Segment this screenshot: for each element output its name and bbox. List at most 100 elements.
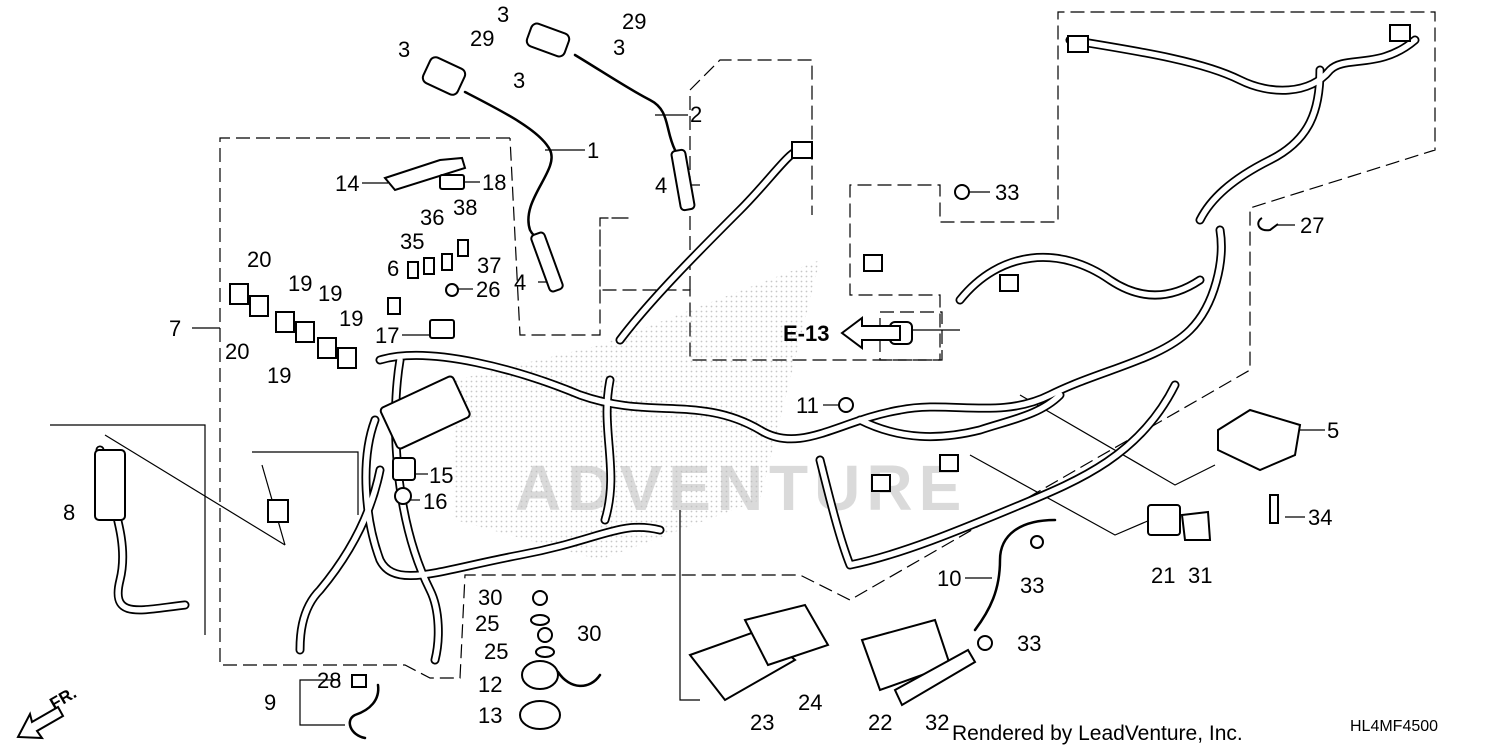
callout-18: 18	[482, 170, 506, 195]
callout-labels: 1 2 3 3 3 3 4 4 5 6 7 8 9 10 11 12 13 14…	[63, 2, 1339, 735]
relay-cover-13	[519, 700, 561, 730]
callout-4: 4	[514, 270, 526, 295]
reference-e13: E-13	[783, 316, 901, 350]
callout-3: 3	[513, 68, 525, 93]
front-harness-outline	[689, 59, 813, 290]
callout-32: 32	[925, 710, 949, 735]
relay-15	[392, 457, 416, 481]
callout-30: 30	[577, 621, 601, 646]
ecu-24	[743, 603, 830, 667]
bracket-31	[1180, 510, 1212, 541]
callout-19: 19	[267, 363, 291, 388]
connector-front-left	[267, 499, 289, 523]
connector-top-right	[1067, 35, 1089, 53]
strap-32	[893, 648, 977, 707]
callout-37: 37	[477, 253, 501, 278]
callout-1: 1	[587, 138, 599, 163]
callout-27: 27	[1300, 213, 1324, 238]
callout-34: 34	[1308, 505, 1332, 530]
callout-30: 30	[478, 585, 502, 610]
direction-arrow-icon	[16, 705, 65, 740]
callout-6: 6	[387, 256, 399, 281]
callout-26: 26	[476, 277, 500, 302]
callout-8: 8	[63, 500, 75, 525]
inset-connector-line	[252, 451, 359, 515]
ecu-leader-line	[679, 510, 700, 701]
fuse-box-cover-14	[383, 156, 467, 192]
connector-cluster-left	[863, 254, 883, 272]
bolt-33a	[954, 184, 970, 200]
callout-19: 19	[318, 281, 342, 306]
connector-center-lower	[871, 474, 891, 492]
fuse-6	[387, 297, 401, 315]
fuse-puller-18	[439, 174, 465, 190]
callout-33: 33	[1017, 631, 1041, 656]
connector-cluster-right	[999, 274, 1019, 292]
callout-16: 16	[423, 489, 447, 514]
group-outlines	[219, 11, 1436, 679]
inset-8-diag	[104, 434, 286, 546]
callout-4: 4	[655, 173, 667, 198]
relay-20a	[229, 283, 249, 305]
callout-33: 33	[995, 180, 1019, 205]
o2-sensor-4b	[530, 231, 564, 293]
callout-2: 2	[690, 102, 702, 127]
fuse-16	[394, 487, 412, 505]
callout-17: 17	[375, 323, 399, 348]
ground-cable-9	[348, 683, 380, 740]
relay-5-leader	[1019, 394, 1216, 486]
bolt-34	[1269, 494, 1279, 524]
connector-right-lower	[939, 454, 959, 472]
part-21-leader	[969, 454, 1151, 536]
watermark-text: ADVENTURE	[515, 452, 967, 524]
relay-19a	[275, 311, 295, 333]
callout-38: 38	[453, 195, 477, 220]
callout-5: 5	[1327, 418, 1339, 443]
arrow-left-icon	[840, 316, 901, 350]
relay-19c	[317, 337, 337, 359]
reference-label: E-13	[783, 321, 829, 346]
grommet-11	[838, 397, 854, 413]
ground-cable-10	[973, 518, 1057, 632]
washer-25b	[535, 646, 555, 658]
render-credit: Rendered by LeadVenture, Inc.	[952, 722, 1243, 745]
sensor-1-wire	[463, 90, 553, 252]
washer-25a	[530, 614, 550, 626]
callout-3: 3	[613, 35, 625, 60]
sensor-2-wire	[573, 53, 677, 152]
connector-top-far-right	[1389, 24, 1411, 42]
callout-7: 7	[169, 316, 181, 341]
sensor-1-body	[421, 56, 467, 96]
front-label: FR.	[47, 683, 80, 713]
callout-3: 3	[497, 2, 509, 27]
callout-19: 19	[339, 306, 363, 331]
clip-27	[1257, 217, 1279, 232]
relay-17	[429, 319, 455, 339]
callout-20: 20	[247, 247, 271, 272]
callout-28: 28	[317, 668, 341, 693]
callout-19: 19	[288, 271, 312, 296]
module-5	[1217, 408, 1302, 472]
grommet-detail-box	[879, 311, 943, 361]
fuse-37	[441, 253, 453, 271]
harness-inner	[97, 37, 1418, 663]
fuse-38	[457, 239, 469, 257]
callout-12: 12	[478, 672, 502, 697]
callout-22: 22	[868, 710, 892, 735]
inset-8-line	[50, 424, 206, 635]
connector-8-body	[94, 449, 126, 521]
callout-25: 25	[475, 611, 499, 636]
connector-front-upper	[791, 141, 813, 159]
callout-33: 33	[1020, 573, 1044, 598]
nut-30a	[532, 590, 548, 606]
callout-15: 15	[429, 463, 453, 488]
fuse-35	[407, 261, 419, 279]
callout-13: 13	[478, 703, 502, 728]
callout-3: 3	[398, 37, 410, 62]
starter-relay-12	[521, 660, 559, 690]
relay-20b	[249, 295, 269, 317]
relay-19b	[295, 321, 315, 343]
relay-12-wire	[556, 670, 602, 688]
